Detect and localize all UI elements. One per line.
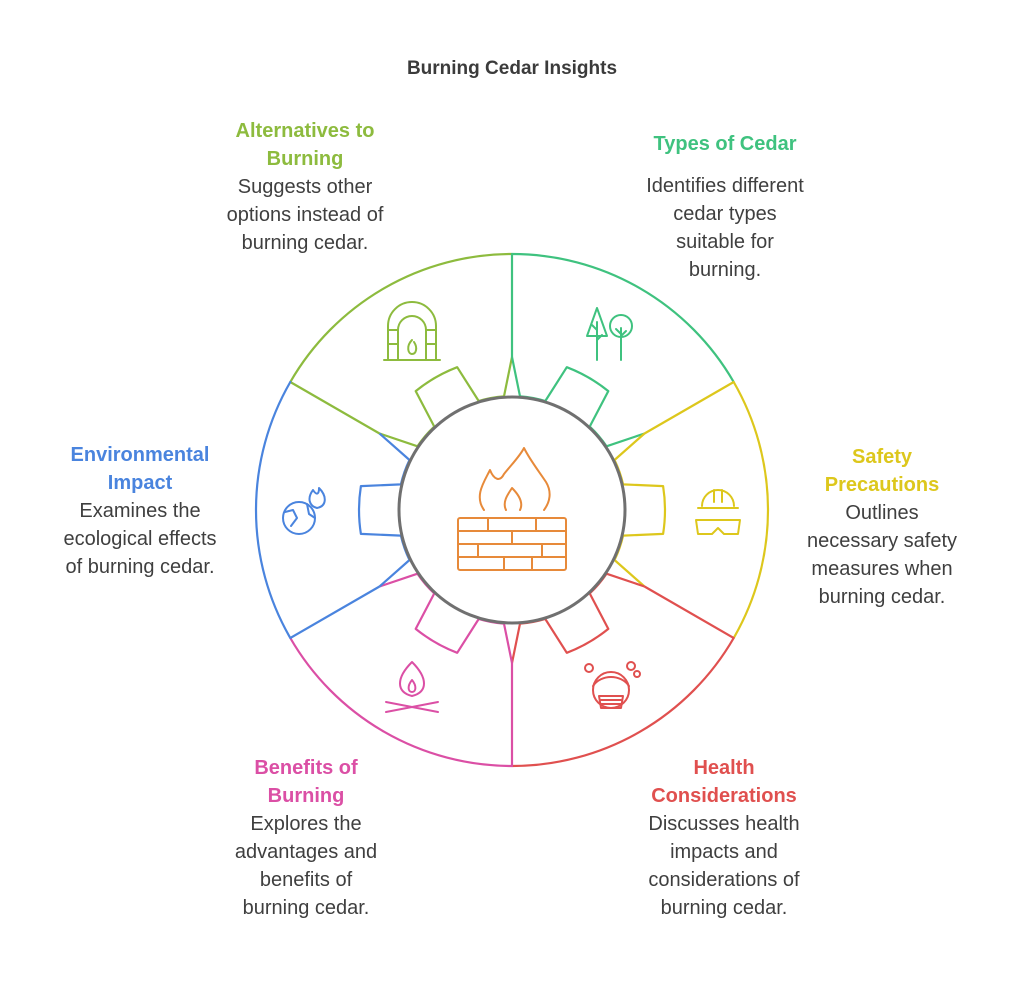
trees-icon	[586, 307, 633, 361]
description-line: of burning cedar.	[65, 556, 215, 578]
globe-fire-icon	[282, 487, 326, 535]
description-line: considerations of	[648, 869, 800, 891]
segment-outer-arc	[510, 636, 735, 768]
face-mask-icon	[584, 661, 641, 709]
description-line: necessary safety	[806, 530, 958, 552]
description-line: Suggests other	[237, 176, 373, 198]
block-description: Identifies different cedar types suitable …	[610, 172, 840, 284]
block-heading: Alternatives to Burning	[190, 117, 420, 173]
heading-line: Burning	[266, 148, 344, 170]
description-line: impacts and	[670, 841, 778, 863]
heading-line: Considerations	[651, 785, 797, 807]
block-description: Suggests other options instead of burning …	[190, 173, 420, 257]
heading-line: Impact	[107, 472, 173, 494]
heading-line: Alternatives to	[235, 120, 375, 142]
description-line: benefits of	[259, 869, 353, 891]
description-line: measures when	[811, 558, 953, 580]
description-line: Examines the	[79, 500, 201, 522]
block-description: Examines the ecological effects of burning…	[20, 497, 260, 581]
description-line: burning cedar.	[241, 232, 369, 254]
description-line: cedar types	[673, 203, 777, 225]
diagram-title: Burning Cedar Insights	[406, 58, 618, 79]
description-line: burning.	[688, 259, 762, 281]
description-line: options instead of	[226, 204, 384, 226]
segment-outer-arc	[732, 380, 770, 640]
segment-divider	[289, 381, 381, 435]
segment-safety	[613, 380, 770, 640]
center-hub	[397, 395, 627, 625]
safety-helmet-goggles-icon	[695, 489, 741, 535]
description-line: Outlines	[845, 502, 919, 524]
description-line: advantages and	[234, 841, 378, 863]
segment-outer-arc	[289, 636, 514, 768]
heading-line: Precautions	[824, 474, 940, 496]
fireplace-icon	[383, 301, 441, 361]
heading-line: Safety	[851, 446, 913, 468]
segment-environmental	[254, 380, 411, 640]
description-line: burning cedar.	[660, 897, 788, 919]
segment-outer-arc	[510, 252, 735, 384]
heading-line: Types of Cedar	[653, 133, 797, 155]
description-line: burning cedar.	[818, 586, 946, 608]
description-line: burning cedar.	[242, 897, 370, 919]
heading-line: Health	[693, 757, 755, 779]
block-description: Discusses health impacts and consideration…	[604, 810, 844, 922]
block-heading: Benefits of Burning	[186, 754, 426, 810]
fire-wall-icon	[457, 447, 567, 571]
block-heading: Types of Cedar	[610, 130, 840, 158]
campfire-icon	[385, 661, 439, 713]
heading-line: Environmental	[70, 444, 210, 466]
segment-outer-arc	[289, 252, 514, 384]
description-line: Identifies different	[646, 175, 804, 197]
description-line: Explores the	[250, 813, 362, 835]
segment-divider	[643, 381, 735, 435]
segment-divider	[643, 585, 735, 639]
segment-outer-arc	[254, 380, 292, 640]
description-line: Discusses health	[648, 813, 800, 835]
block-description: Outlines necessary safety measures when bur…	[782, 499, 982, 611]
description-line: suitable for	[676, 231, 774, 253]
heading-line: Benefits of	[254, 757, 358, 779]
segment-divider	[289, 585, 381, 639]
heading-line: Burning	[267, 785, 345, 807]
block-description: Explores the advantages and benefits of bur…	[186, 810, 426, 922]
description-line: ecological effects	[63, 528, 217, 550]
